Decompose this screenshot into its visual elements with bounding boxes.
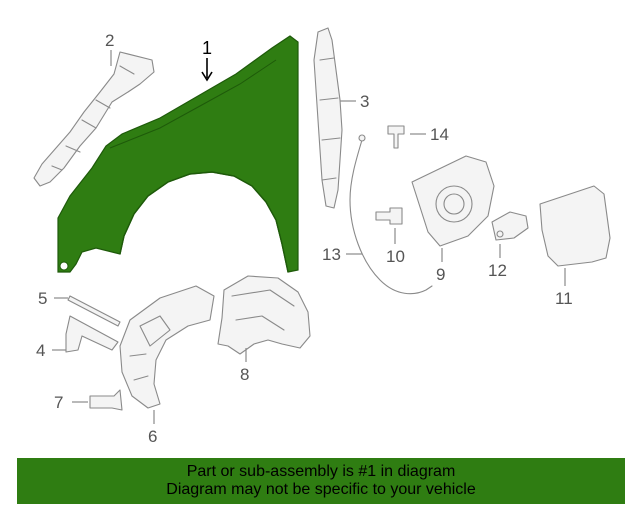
callout-3: 3 [360, 92, 369, 111]
part-3-support[interactable] [313, 27, 343, 209]
part-12-actuator[interactable] [491, 211, 529, 241]
callout-14: 14 [430, 125, 449, 144]
info-banner: Part or sub-assembly is #1 in diagram Di… [17, 458, 625, 504]
callout-1: 1 [202, 38, 212, 58]
part-8-liner[interactable] [217, 275, 311, 355]
part-11-door[interactable] [539, 185, 611, 267]
part-10-bolt[interactable] [375, 207, 403, 225]
part-2-bracket[interactable] [33, 51, 155, 187]
part-9-housing[interactable] [411, 155, 495, 247]
part-1-fender[interactable] [57, 35, 299, 273]
banner-line-2: Diagram may not be specific to your vehi… [166, 481, 476, 498]
callout-8: 8 [240, 365, 249, 384]
callout-11: 11 [555, 289, 573, 308]
banner-line-1: Part or sub-assembly is #1 in diagram [186, 463, 456, 480]
part-6-liner[interactable] [119, 285, 215, 409]
callout-6: 6 [148, 427, 157, 446]
parts-diagram: 2 1 3 14 13 [33, 27, 611, 446]
part-14-clip[interactable] [387, 125, 405, 149]
callout-13: 13 [322, 245, 341, 264]
part-7-clip[interactable] [89, 389, 123, 411]
callout-10: 10 [386, 247, 405, 266]
callout-2: 2 [105, 31, 114, 50]
callout-12: 12 [488, 261, 507, 280]
part-4-bracket[interactable] [65, 315, 119, 353]
callout-5: 5 [38, 289, 47, 308]
callout-4: 4 [36, 341, 45, 360]
callout-9: 9 [436, 265, 445, 284]
part-5-strip[interactable] [67, 295, 121, 327]
part-13-cable[interactable] [349, 134, 433, 295]
callout-7: 7 [54, 393, 63, 412]
